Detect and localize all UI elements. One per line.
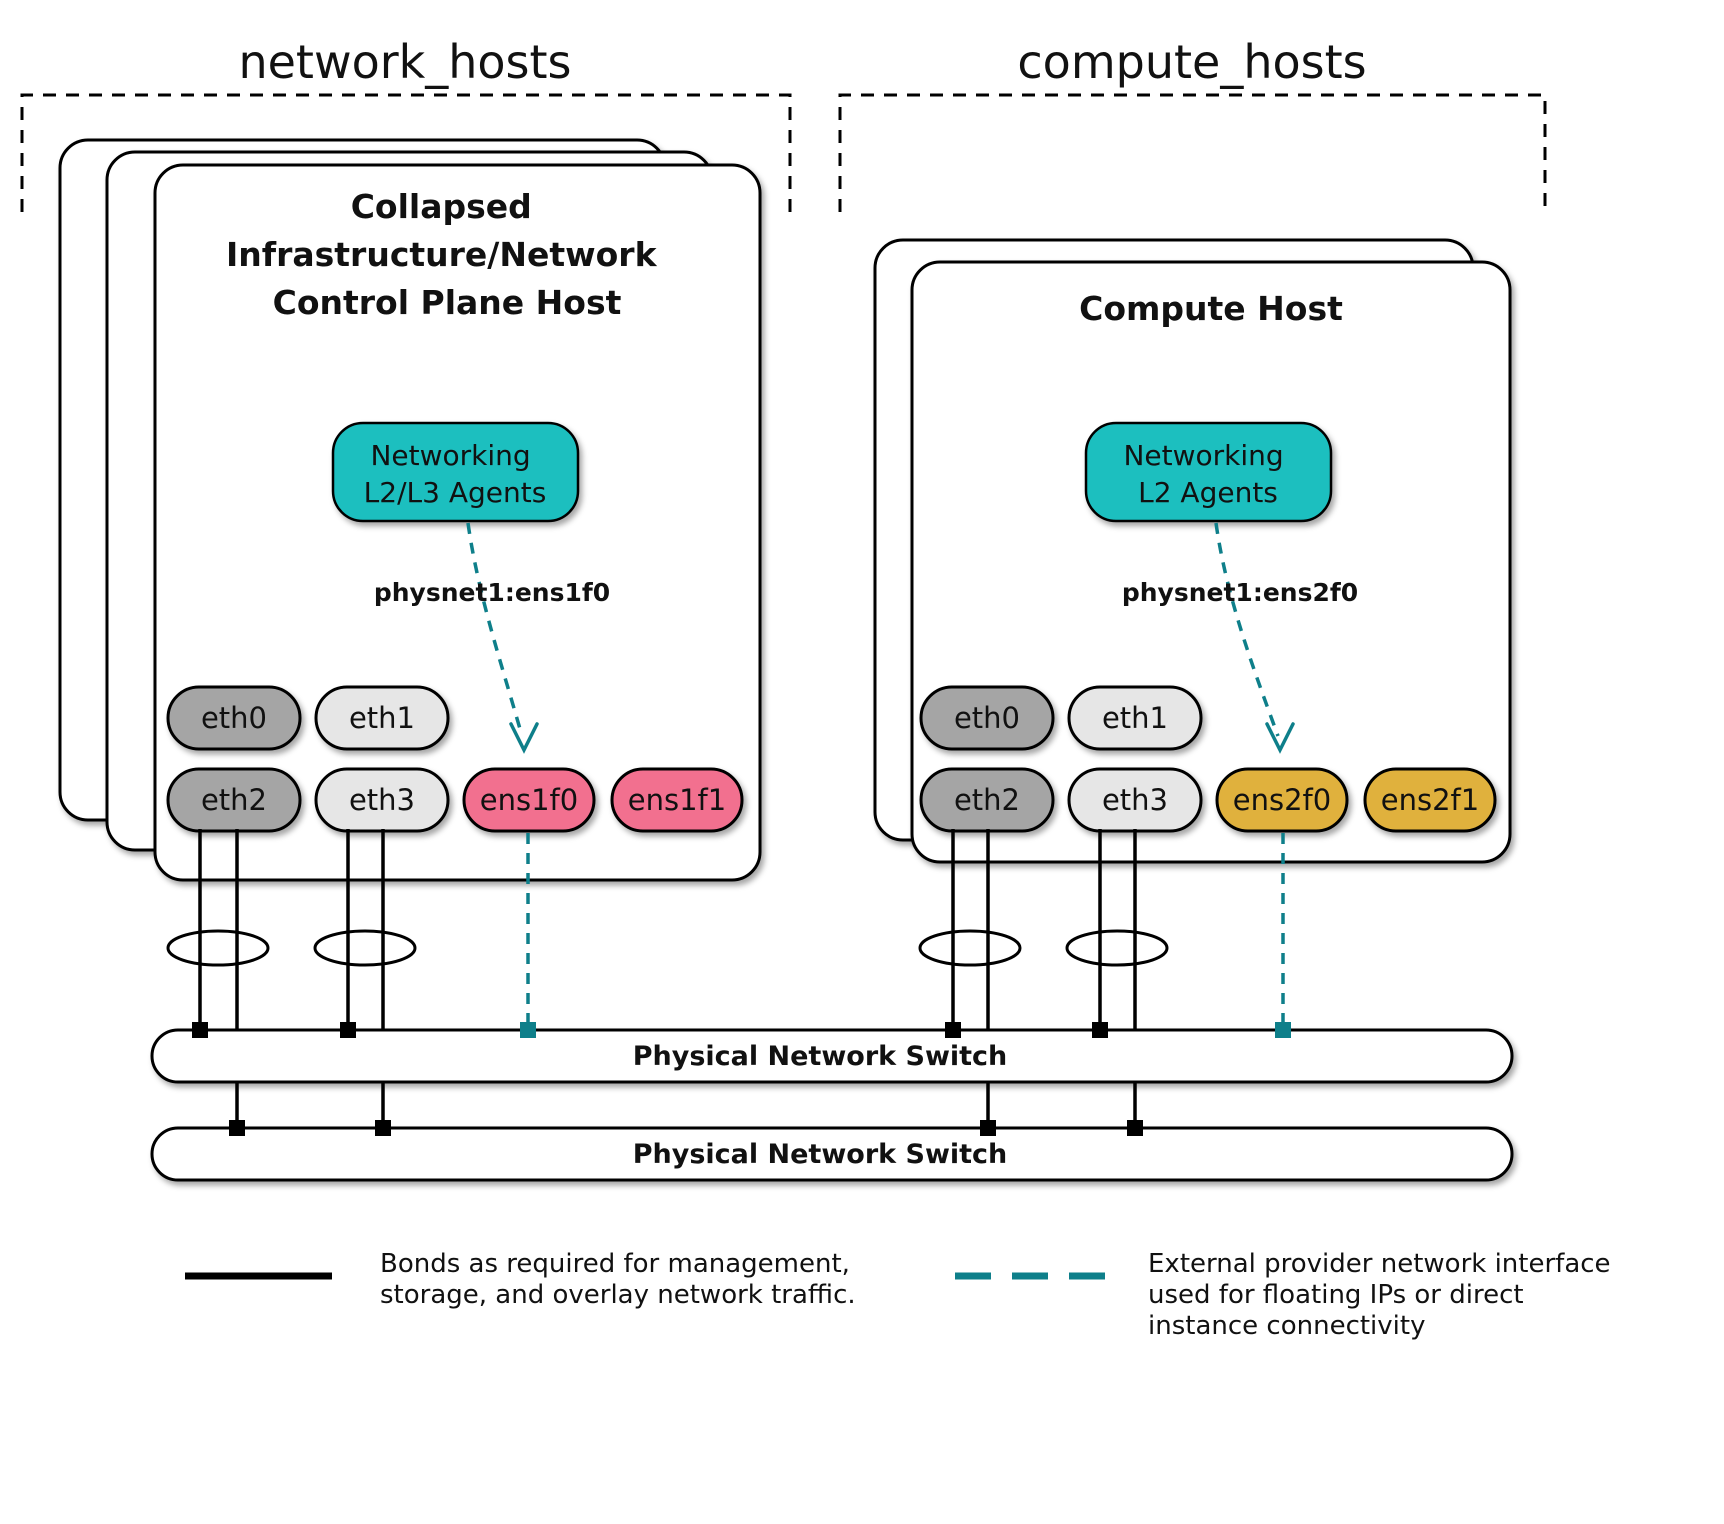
port-connector bbox=[945, 1022, 961, 1038]
networking-l2l3-agents-box bbox=[331, 421, 580, 523]
nic-eth0-right-label: eth0 bbox=[954, 701, 1020, 735]
physical-switches: Physical Network Switch Physical Network… bbox=[150, 1022, 1514, 1182]
compute-hosts-group-label: compute_hosts bbox=[1017, 35, 1366, 89]
nic-eth1-right-label: eth1 bbox=[1102, 701, 1168, 735]
compute-host-title: Compute Host bbox=[1079, 289, 1343, 328]
nic-ens2f0 bbox=[1215, 767, 1349, 833]
physnet1-ens2f0-label: physnet1:ens2f0 bbox=[1122, 578, 1358, 607]
network-hosts-group-border bbox=[20, 93, 792, 212]
physical-network-switch-top-label: Physical Network Switch bbox=[633, 1041, 1008, 1072]
compute-host-box bbox=[910, 260, 1512, 864]
bond-ellipse-right-a bbox=[918, 929, 1022, 967]
physnet1-ens1f0-label: physnet1:ens1f0 bbox=[374, 578, 610, 607]
nic-ens1f1 bbox=[610, 767, 744, 833]
port-connector bbox=[980, 1120, 996, 1136]
compute-hosts-group: compute_hosts bbox=[838, 35, 1547, 212]
control-plane-host-box bbox=[153, 163, 762, 882]
port-connector bbox=[340, 1022, 356, 1038]
port-connector bbox=[192, 1022, 208, 1038]
networking-l2-agents-box bbox=[1084, 421, 1333, 523]
bond-ellipse-right-b bbox=[1065, 929, 1169, 967]
port-connector-provider bbox=[1275, 1022, 1291, 1038]
control-plane-host-title: Collapsed Infrastructure/Network Control… bbox=[226, 187, 668, 322]
compute-host-nics: eth0 eth1 eth2 eth3 ens2f0 ens2f1 bbox=[919, 685, 1497, 833]
nic-eth1-right bbox=[1067, 685, 1203, 751]
nic-ens1f0-label: ens1f0 bbox=[480, 783, 578, 817]
nic-ens1f1-label: ens1f1 bbox=[628, 783, 726, 817]
bond-ellipse-left-a bbox=[166, 929, 270, 967]
nic-eth0-left bbox=[166, 685, 302, 751]
provider-mapping-connector-left bbox=[466, 522, 524, 737]
nic-ens2f0-label: ens2f0 bbox=[1233, 783, 1331, 817]
nic-eth2-right-label: eth2 bbox=[954, 783, 1020, 817]
nic-eth3-left-label: eth3 bbox=[349, 783, 415, 817]
bond-ellipse-left-b bbox=[313, 929, 417, 967]
nic-ens1f0 bbox=[462, 767, 596, 833]
nic-eth1-left-label: eth1 bbox=[349, 701, 415, 735]
provider-mapping-connector-right bbox=[1214, 522, 1280, 737]
physical-network-switch-bottom bbox=[150, 1126, 1514, 1182]
compute-hosts-group-border bbox=[838, 93, 1547, 212]
legend-provider-label: External provider network interface used… bbox=[1148, 1249, 1619, 1341]
port-connector-provider bbox=[520, 1022, 536, 1038]
nic-eth3-right-label: eth3 bbox=[1102, 783, 1168, 817]
arrowhead-down-right-icon bbox=[1265, 722, 1295, 754]
port-connector bbox=[229, 1120, 245, 1136]
networking-l2-agents-label: Networking L2 Agents bbox=[1123, 439, 1292, 509]
port-connector bbox=[1127, 1120, 1143, 1136]
control-plane-host-stack: Collapsed Infrastructure/Network Control… bbox=[58, 138, 762, 882]
nic-ens2f1-label: ens2f1 bbox=[1381, 783, 1479, 817]
network-hosts-group: network_hosts bbox=[20, 35, 792, 212]
physical-network-switch-bottom-label: Physical Network Switch bbox=[633, 1139, 1008, 1170]
nic-ens2f1 bbox=[1363, 767, 1497, 833]
port-connector bbox=[375, 1120, 391, 1136]
nic-eth2-left-label: eth2 bbox=[201, 783, 267, 817]
physical-network-switch-top bbox=[150, 1028, 1514, 1084]
control-plane-host-nics: eth0 eth1 eth2 eth3 ens1f0 ens1f1 bbox=[166, 685, 744, 833]
nic-eth0-right bbox=[919, 685, 1055, 751]
nic-eth0-left-label: eth0 bbox=[201, 701, 267, 735]
port-connector bbox=[1092, 1022, 1108, 1038]
arrowhead-down-left-icon bbox=[509, 722, 539, 754]
legend-bond-label: Bonds as required for management, storag… bbox=[380, 1249, 858, 1310]
nic-eth2-left bbox=[166, 767, 302, 833]
legend: Bonds as required for management, storag… bbox=[185, 1249, 1619, 1341]
network-hosts-group-label: network_hosts bbox=[238, 35, 571, 89]
networking-l2l3-agents-label: Networking L2/L3 Agents bbox=[364, 439, 547, 509]
nic-eth1-left bbox=[314, 685, 450, 751]
